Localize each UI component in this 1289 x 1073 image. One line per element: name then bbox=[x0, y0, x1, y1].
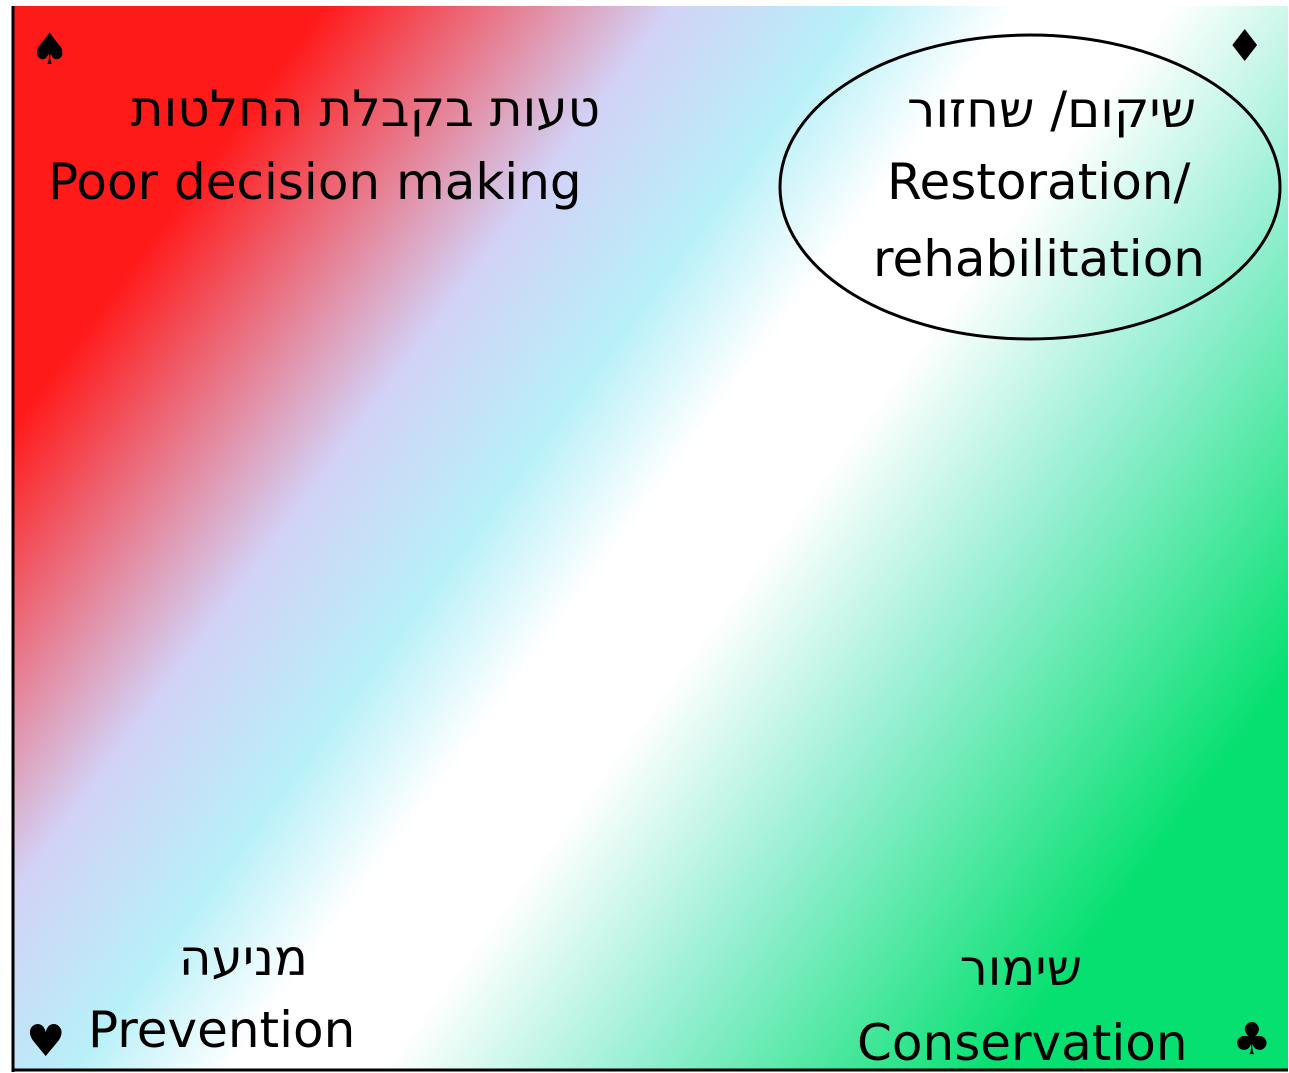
conservation-hebrew: שימור bbox=[959, 939, 1082, 997]
restoration-hebrew: שיקום/ שחזור bbox=[907, 81, 1196, 139]
poor-decision-making-label: Poor decision making bbox=[48, 153, 582, 211]
prevention-label: Prevention bbox=[88, 1001, 356, 1059]
restoration-label: Restoration/ bbox=[887, 153, 1191, 211]
heart-icon: ♥ bbox=[26, 1016, 66, 1067]
club-icon: ♣ bbox=[1232, 1014, 1272, 1065]
rehabilitation-label: rehabilitation bbox=[873, 230, 1205, 288]
prevention-hebrew: מניעה bbox=[178, 929, 308, 987]
conservation-label: Conservation bbox=[857, 1014, 1188, 1072]
spade-icon: ♠ bbox=[30, 24, 70, 75]
diamond-icon: ♦ bbox=[1225, 21, 1265, 72]
restoration-ellipse bbox=[778, 33, 1282, 341]
poor-decision-making-hebrew: טעות בקבלת החלטות bbox=[130, 80, 600, 138]
gradient-field bbox=[13, 6, 1288, 1070]
